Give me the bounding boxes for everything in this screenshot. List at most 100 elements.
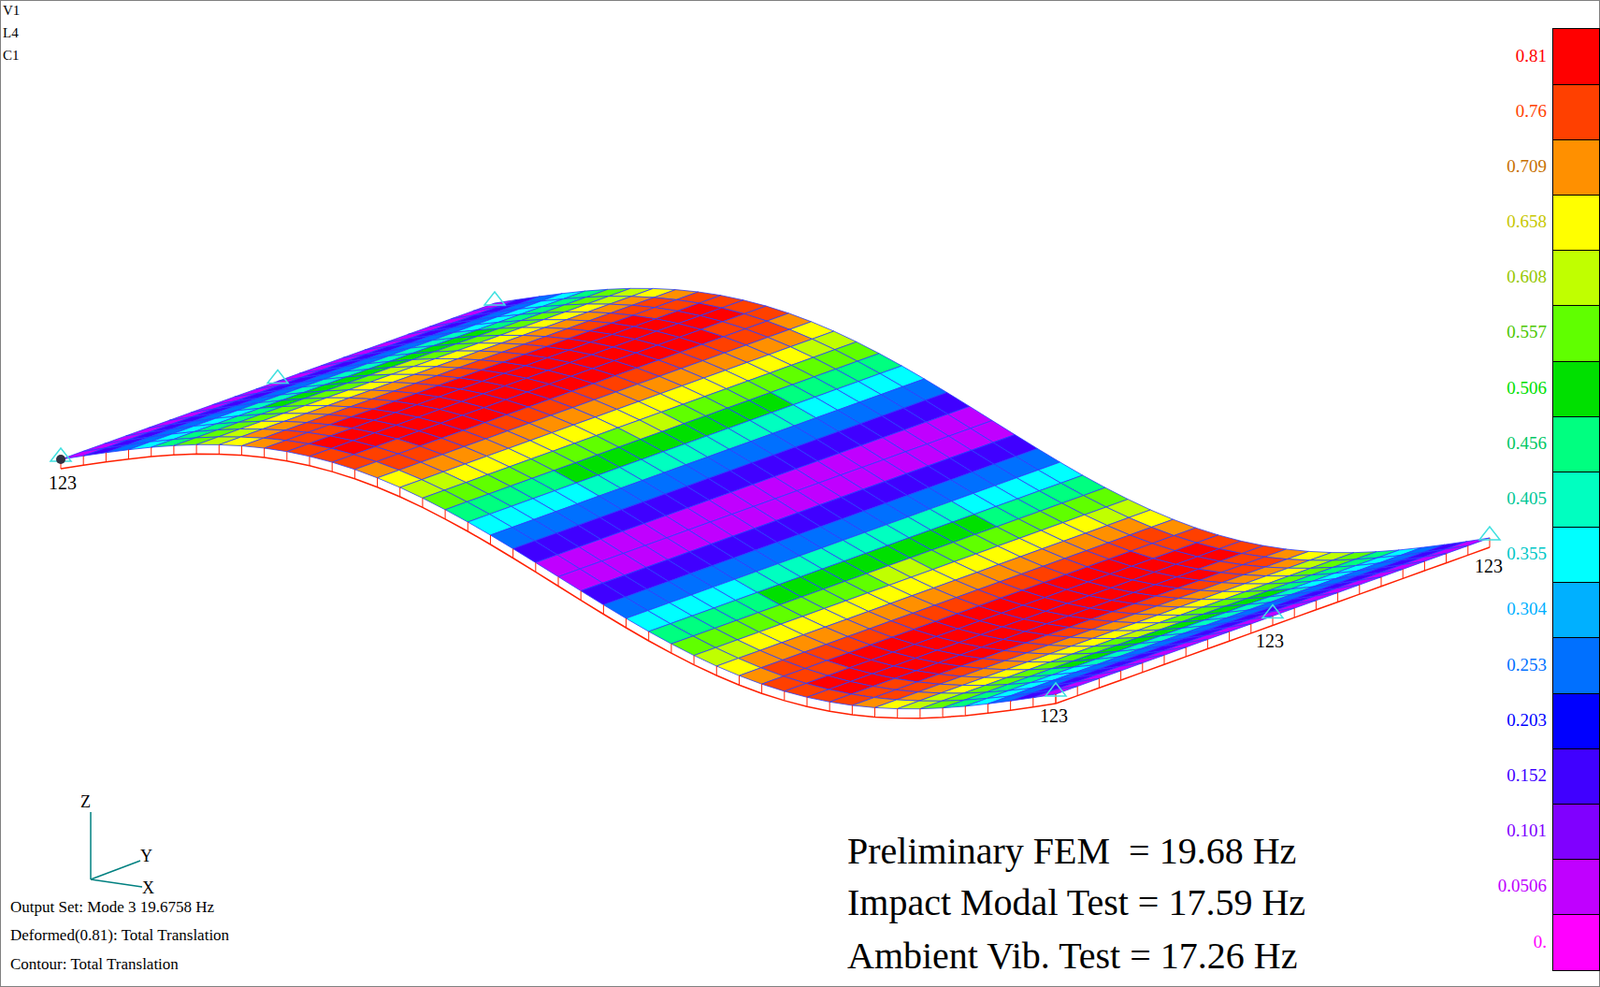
edge-tick: [241, 446, 243, 456]
edge-tick: [172, 445, 174, 455]
color-swatch: [1552, 581, 1600, 638]
edge-tick: [128, 449, 130, 460]
legend-value: 0.203: [1506, 710, 1547, 731]
frequency-result: Preliminary FEM = 19.68 Hz: [847, 830, 1297, 872]
legend-value: 0.355: [1506, 544, 1547, 564]
legend-value: 0.152: [1506, 765, 1547, 786]
edge-tick: [1009, 700, 1011, 710]
edge-tick: [1164, 654, 1166, 664]
edge-tick: [580, 590, 582, 601]
color-swatch: [1552, 194, 1600, 251]
edge-tick: [263, 447, 265, 458]
edge-tick: [1337, 591, 1339, 602]
edge-tick: [150, 446, 152, 457]
edge-tick: [512, 547, 514, 558]
color-swatch: [1552, 28, 1600, 85]
edge-tick: [807, 696, 808, 707]
layer-id: L4: [2, 25, 19, 42]
edge-tick: [1077, 686, 1079, 696]
edge-tick: [1315, 600, 1317, 610]
edge-tick: [716, 665, 718, 676]
support-symbols: [50, 291, 1500, 696]
support-node: [56, 454, 66, 464]
color-swatch: [1552, 913, 1600, 970]
frequency-result: Impact Modal Test = 17.59 Hz: [847, 881, 1306, 923]
color-swatch: [1552, 139, 1600, 196]
color-swatch: [1552, 692, 1600, 750]
edge-tick: [1098, 677, 1100, 688]
fe-mesh: [60, 288, 1490, 718]
legend-value: 0.76: [1515, 101, 1547, 122]
edge-tick: [1467, 545, 1469, 555]
edge-tick: [1228, 631, 1230, 641]
edge-tick: [1424, 561, 1426, 571]
edge-tick: [965, 706, 966, 716]
color-swatch: [1552, 360, 1600, 418]
edge-tick: [603, 605, 605, 615]
legend-value: 0.709: [1506, 157, 1547, 177]
legend-value: 0.557: [1506, 322, 1547, 343]
support-triangle: [267, 370, 289, 384]
edge-tick: [987, 703, 989, 713]
color-swatch: [1552, 84, 1600, 141]
support-triangle: [1262, 605, 1283, 619]
legend-value: 0.0506: [1498, 876, 1547, 896]
edge-tick: [196, 444, 198, 454]
support-triangle: [484, 291, 505, 305]
edge-tick: [309, 456, 311, 466]
view-id: V1: [2, 2, 20, 19]
legend-value: 0.101: [1506, 821, 1547, 841]
edge-tick: [942, 707, 944, 718]
axis-triad: [90, 811, 143, 887]
x-axis: [90, 879, 143, 887]
mesh-cell: [1076, 670, 1121, 682]
legend-value: 0.658: [1506, 212, 1547, 232]
plate-edge: [60, 453, 1056, 718]
edge-tick: [874, 706, 876, 717]
edge-tick: [738, 675, 740, 685]
legend-value: 0.253: [1506, 655, 1547, 676]
edge-tick: [1381, 576, 1383, 587]
edge-tick: [218, 444, 220, 454]
y-axis: [90, 860, 141, 880]
edge-tick: [1294, 607, 1296, 618]
edge-tick: [829, 701, 831, 711]
edge-tick: [1358, 584, 1360, 594]
color-swatch: [1552, 636, 1600, 693]
constraint-code: 123: [1474, 555, 1503, 577]
contour-note: Contour: Total Translation: [10, 955, 179, 974]
color-swatch: [1552, 249, 1600, 306]
edge-tick: [445, 509, 447, 519]
contour-id: C1: [2, 47, 20, 64]
mesh-cell: [1401, 553, 1446, 565]
edge-tick: [693, 655, 695, 665]
edge-tick: [1032, 697, 1034, 707]
edge-tick: [1185, 647, 1187, 657]
support-triangle: [1045, 682, 1067, 696]
edge-tick: [1141, 663, 1143, 673]
edge-tick: [376, 477, 378, 488]
edge-tick: [1402, 568, 1404, 578]
edge-tick: [354, 469, 356, 479]
plate-end-edge: [1055, 547, 1490, 704]
color-swatch: [1552, 858, 1600, 915]
constraint-code: 123: [1255, 630, 1284, 651]
legend-value: 0.608: [1506, 267, 1547, 288]
edge-tick: [421, 497, 423, 507]
edge-tick: [331, 461, 333, 472]
output-set-note: Output Set: Mode 3 19.6758 Hz: [10, 898, 215, 917]
color-swatch: [1552, 304, 1600, 361]
axis-label: Y: [140, 847, 153, 866]
legend-value: 0.304: [1506, 599, 1547, 620]
edge-tick: [783, 691, 785, 701]
color-swatch: [1552, 526, 1600, 583]
edge-tick: [1207, 639, 1209, 649]
edge-tick: [490, 534, 491, 545]
color-swatch: [1552, 748, 1600, 805]
color-swatch: [1552, 471, 1600, 528]
support-triangle: [1479, 526, 1500, 540]
edge-tick: [670, 643, 672, 653]
